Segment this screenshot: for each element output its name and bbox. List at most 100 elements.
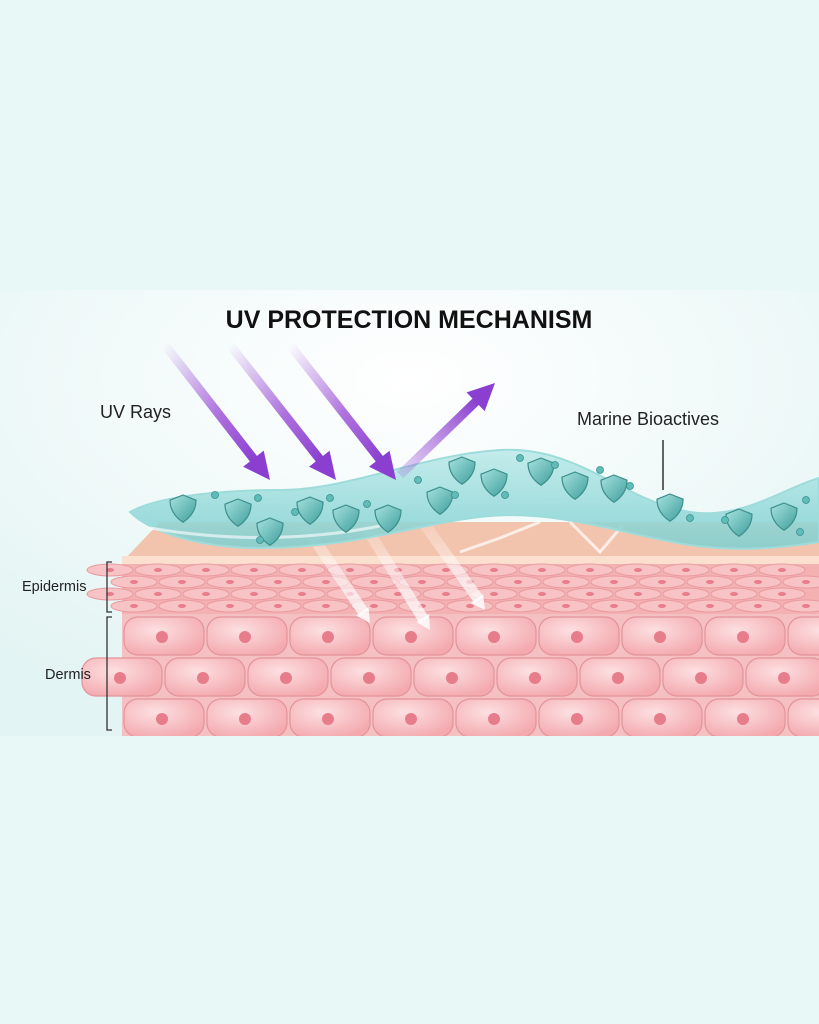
dermis-nucleus	[156, 631, 168, 643]
epidermis-nucleus	[346, 568, 354, 572]
bubble	[363, 500, 371, 508]
epidermis-nucleus	[514, 580, 522, 584]
uv-ray-arrow	[286, 342, 384, 463]
dermis-nucleus	[529, 672, 541, 684]
bubble	[326, 494, 334, 502]
shield-icon	[374, 504, 402, 534]
dermis-nucleus	[197, 672, 209, 684]
dermis-nucleus	[239, 713, 251, 725]
epidermis-nucleus	[394, 592, 402, 596]
dermis-nucleus	[363, 672, 375, 684]
dermis-nucleus	[156, 713, 168, 725]
dermis-nucleus	[612, 672, 624, 684]
skin-cross-section	[81, 522, 819, 738]
epidermis-cell	[782, 599, 819, 613]
dermis-nucleus	[322, 631, 334, 643]
bubble	[802, 496, 810, 504]
epidermis-nucleus	[226, 604, 234, 608]
dermis-nucleus	[778, 672, 790, 684]
dermis-nucleus	[737, 713, 749, 725]
epidermis-nucleus	[250, 592, 258, 596]
epidermis-nucleus	[682, 568, 690, 572]
reflected-uv-arrow	[396, 397, 480, 479]
shield-icon	[426, 486, 454, 516]
dermis-bracket	[106, 616, 112, 731]
dermis-nucleus	[488, 631, 500, 643]
marine-bioactive-film	[128, 448, 819, 550]
epidermis-nucleus	[754, 604, 762, 608]
dermis-nucleus	[322, 713, 334, 725]
epidermis-nucleus	[154, 592, 162, 596]
epidermis-nucleus	[178, 580, 186, 584]
epidermis-nucleus	[442, 592, 450, 596]
epidermis-nucleus	[802, 580, 810, 584]
uv-ray-arrows	[161, 342, 495, 480]
shield-icon	[169, 494, 197, 524]
bubble	[721, 516, 729, 524]
dermis-cell	[787, 698, 819, 738]
epidermis-nucleus	[274, 580, 282, 584]
bubble	[211, 491, 219, 499]
scattered-light-arrow	[459, 520, 541, 554]
shield-icon	[480, 468, 508, 498]
epidermis-nucleus	[250, 568, 258, 572]
epidermis-nucleus	[130, 604, 138, 608]
epidermis-nucleus	[586, 592, 594, 596]
epidermis-nucleus	[538, 568, 546, 572]
bubble	[501, 491, 509, 499]
dermis-cell	[787, 616, 819, 656]
dermis-cells	[81, 616, 819, 738]
epidermis-nucleus	[490, 568, 498, 572]
dermis-nucleus	[239, 631, 251, 643]
transmitted-arrowhead	[355, 607, 370, 623]
uv-protection-diagram: UV PROTECTION MECHANISM UV Rays Marine B…	[0, 290, 819, 738]
dermis-nucleus	[654, 713, 666, 725]
epidermis-nucleus	[322, 580, 330, 584]
reflected-uv-arrowhead	[466, 383, 495, 412]
dermis-nucleus	[405, 713, 417, 725]
bubble	[626, 482, 634, 490]
epidermis-nucleus	[778, 568, 786, 572]
epidermis-nucleus	[106, 592, 114, 596]
transmitted-ray-arrow	[415, 514, 484, 604]
scattered-light-arrow	[568, 520, 624, 555]
epidermis-label: Epidermis	[22, 579, 86, 595]
epidermis-nucleus	[490, 592, 498, 596]
uv-ray-arrow	[161, 342, 258, 463]
epidermis-nucleus	[706, 604, 714, 608]
epidermis-nucleus	[706, 580, 714, 584]
epidermis-nucleus	[154, 568, 162, 572]
epidermis-nucleus	[298, 592, 306, 596]
epidermis-nucleus	[634, 592, 642, 596]
epidermis-nucleus	[562, 580, 570, 584]
epidermis-nucleus	[370, 604, 378, 608]
epidermis-nucleus	[658, 604, 666, 608]
epidermis-nucleus	[418, 580, 426, 584]
epidermis-nucleus	[226, 580, 234, 584]
epidermis-nucleus	[202, 592, 210, 596]
epidermis-nucleus	[322, 604, 330, 608]
transmitted-arrowhead	[416, 614, 430, 630]
epidermis-nucleus	[130, 580, 138, 584]
epidermis-nucleus	[802, 604, 810, 608]
dermis-nucleus	[114, 672, 126, 684]
epidermis-nucleus	[682, 592, 690, 596]
bubble	[414, 476, 422, 484]
shield-icon	[448, 456, 476, 486]
transmitted-arrowhead	[470, 594, 485, 610]
bubble	[686, 514, 694, 522]
epidermis-nucleus	[610, 580, 618, 584]
bubble	[291, 508, 299, 516]
shield-icon	[224, 498, 252, 528]
shield-icon	[656, 493, 684, 523]
shield-icon	[527, 457, 555, 487]
epidermis-nucleus	[298, 568, 306, 572]
marine-bioactives-label: Marine Bioactives	[577, 409, 719, 429]
uv-rays-label: UV Rays	[100, 402, 171, 422]
shield-icon	[296, 496, 324, 526]
dermis-nucleus	[571, 713, 583, 725]
uv-ray-arrow-head	[243, 450, 270, 480]
epidermis-nucleus	[562, 604, 570, 608]
epidermis-nucleus	[274, 604, 282, 608]
epidermis-nucleus	[778, 592, 786, 596]
